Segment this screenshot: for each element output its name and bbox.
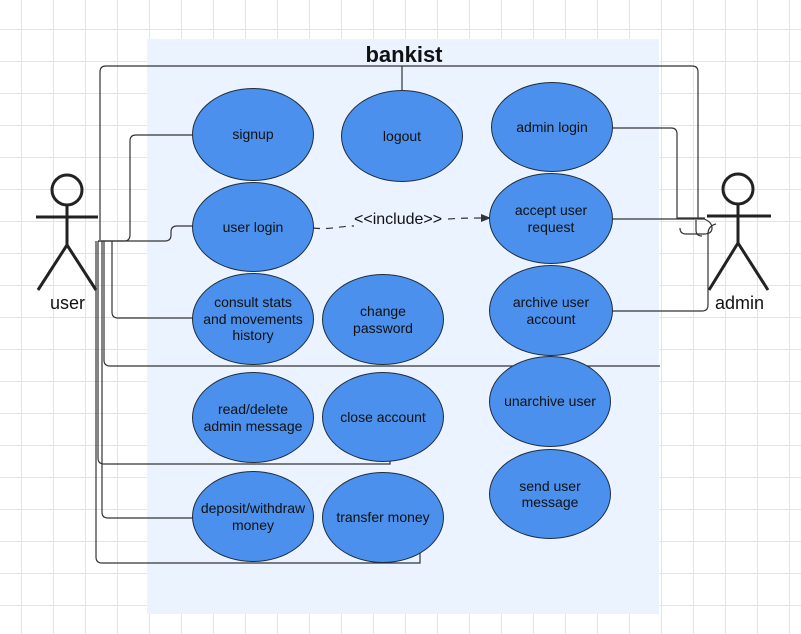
connector-admin-accept-request-loop [679,218,713,235]
use-case-signup[interactable]: signup [192,88,314,181]
connector-admin-login [612,127,705,219]
use-case-close-account[interactable]: close account [322,372,444,462]
use-case-transfer-money[interactable]: transfer money [322,472,444,563]
use-case-archive-user-account[interactable]: archive user account [489,265,613,356]
user-actor-icon [36,173,98,291]
actor-label-admin: admin [715,293,765,313]
connector-user-change-password [103,241,660,367]
use-case-send-user-message[interactable]: send user message [489,449,611,539]
use-case-change-password[interactable]: change password [322,274,444,365]
connector-user-login [98,225,193,242]
include-arrow [312,218,490,230]
admin-actor-icon [707,172,771,291]
connector-admin-main [695,220,703,237]
use-case-accept-user-request[interactable]: accept user request [489,173,613,264]
connector-user-logout-admin [99,65,699,240]
diagram-title: bankist [365,42,443,67]
include-label: <<include>> [354,211,443,228]
use-case-unarchive-user[interactable]: unarchive user [489,356,611,447]
use-case-deposit-withdraw[interactable]: deposit/withdraw money [192,471,314,562]
connector-user-signup [98,134,193,242]
use-case-admin-login[interactable]: admin login [491,82,613,172]
use-case-consult-stats[interactable]: consult stats and movements history [192,273,314,365]
connector-user-transfer [95,241,421,564]
use-case-user-login[interactable]: user login [192,182,314,272]
use-case-logout[interactable]: logout [341,90,463,182]
actor-label-user: user [50,293,86,313]
connector-user-close-account [97,241,391,465]
connector-user-consult-stats [111,241,193,319]
connector-admin-archive [612,223,717,312]
use-case-read-delete-admin-message[interactable]: read/delete admin message [192,372,314,463]
connector-user-deposit [101,241,193,519]
